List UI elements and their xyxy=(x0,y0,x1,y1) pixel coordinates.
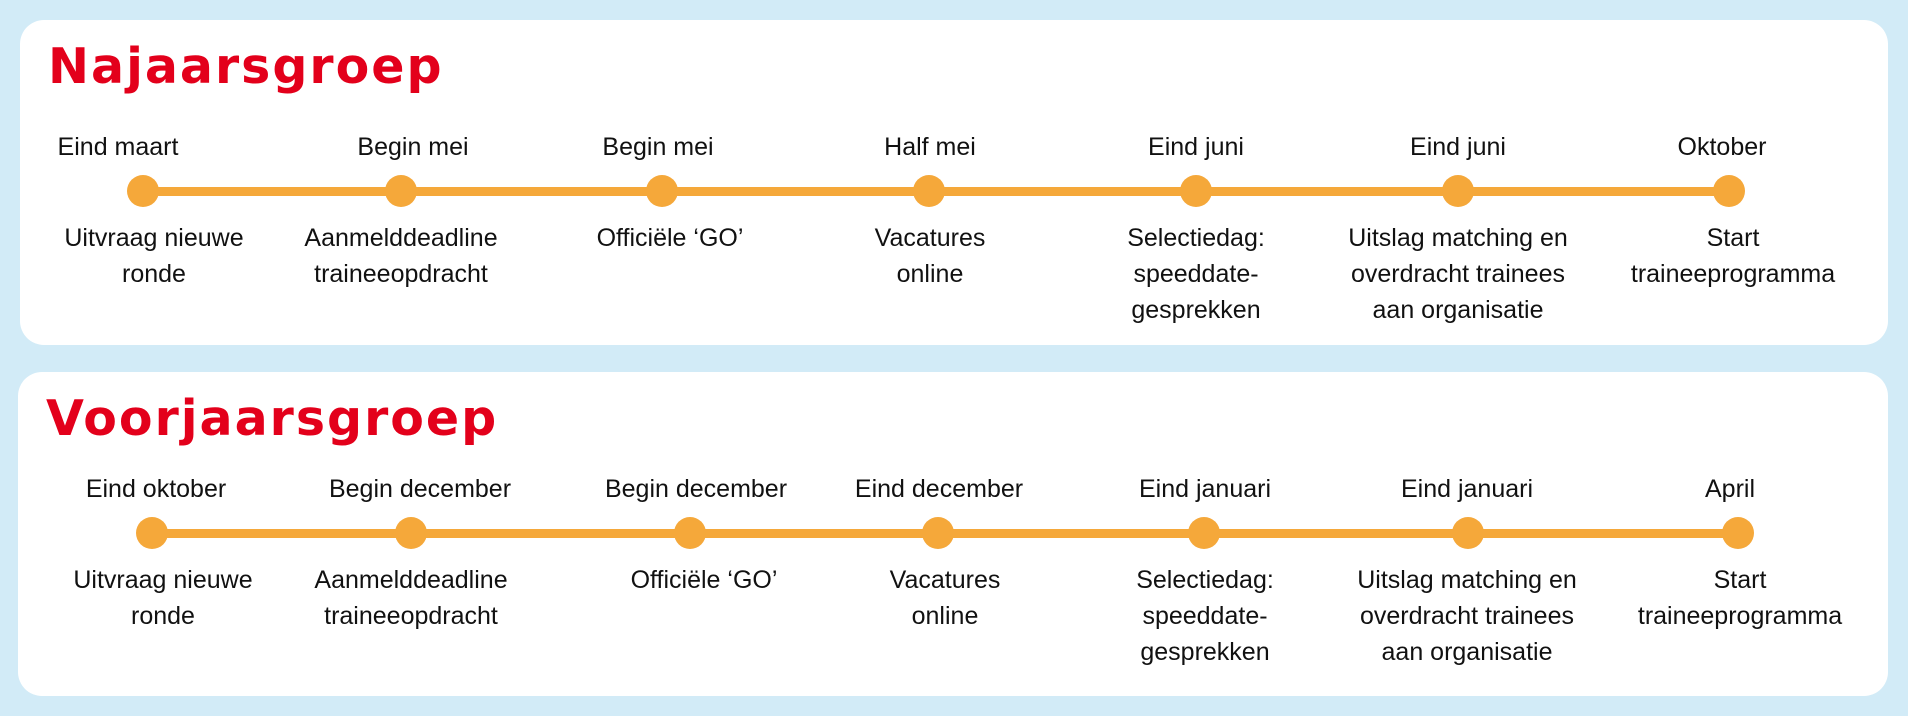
milestone-dot xyxy=(136,517,168,549)
milestone-description: Uitvraag nieuwe ronde xyxy=(64,224,244,288)
milestone-date: April xyxy=(1704,475,1756,503)
milestone-description: Aanmelddeadline traineeopdracht xyxy=(304,224,498,288)
milestone-description: Selectiedag: speeddate- gesprekken xyxy=(1127,224,1265,324)
group-title: Voorjaarsgroep xyxy=(46,390,499,447)
milestone-date: Eind maart xyxy=(57,133,179,161)
milestone-dot xyxy=(385,175,417,207)
milestone-date: Begin december xyxy=(604,475,788,503)
milestone-description: Vacatures online xyxy=(889,566,1001,630)
milestone-date: Oktober xyxy=(1677,133,1767,161)
milestone-date: Half mei xyxy=(884,133,976,161)
milestone-dot xyxy=(913,175,945,207)
milestone-date: Begin december xyxy=(328,475,512,503)
milestone-dot xyxy=(1188,517,1220,549)
milestone-date: Begin mei xyxy=(602,133,714,161)
milestone-dot xyxy=(646,175,678,207)
milestone-description: Officiële ‘GO’ xyxy=(630,566,778,594)
milestone-dot xyxy=(1452,517,1484,549)
milestone-date: Eind oktober xyxy=(85,475,227,503)
milestone-description: Start traineeprogramma xyxy=(1630,224,1836,288)
milestone-description: Start traineeprogramma xyxy=(1637,566,1843,630)
milestone-dot xyxy=(127,175,159,207)
milestone-dot xyxy=(1442,175,1474,207)
milestone-description: Aanmelddeadline traineeopdracht xyxy=(314,566,508,630)
milestone-description: Uitslag matching en overdracht trainees … xyxy=(1348,224,1568,324)
milestone-description: Selectiedag: speeddate- gesprekken xyxy=(1136,566,1274,666)
milestone-description: Officiële ‘GO’ xyxy=(596,224,744,252)
milestone-description: Vacatures online xyxy=(874,224,986,288)
milestone-dot xyxy=(674,517,706,549)
milestone-dot xyxy=(1713,175,1745,207)
milestone-date: Eind juni xyxy=(1148,133,1244,161)
milestone-date: Eind januari xyxy=(1138,475,1272,503)
milestone-date: Eind december xyxy=(854,475,1024,503)
milestone-date: Begin mei xyxy=(357,133,469,161)
milestone-dot xyxy=(1180,175,1212,207)
timeline-card-najaarsgroep: Najaarsgroep Eind maart Begin mei Begin … xyxy=(20,20,1888,345)
milestone-dot xyxy=(395,517,427,549)
milestone-date: Eind juni xyxy=(1410,133,1506,161)
group-title: Najaarsgroep xyxy=(48,38,444,95)
milestone-description: Uitvraag nieuwe ronde xyxy=(73,566,253,630)
milestone-description: Uitslag matching en overdracht trainees … xyxy=(1357,566,1577,666)
timeline-card-voorjaarsgroep: Voorjaarsgroep Eind oktober Begin decemb… xyxy=(18,372,1888,696)
milestone-dot xyxy=(922,517,954,549)
milestone-date: Eind januari xyxy=(1400,475,1534,503)
milestone-dot xyxy=(1722,517,1754,549)
